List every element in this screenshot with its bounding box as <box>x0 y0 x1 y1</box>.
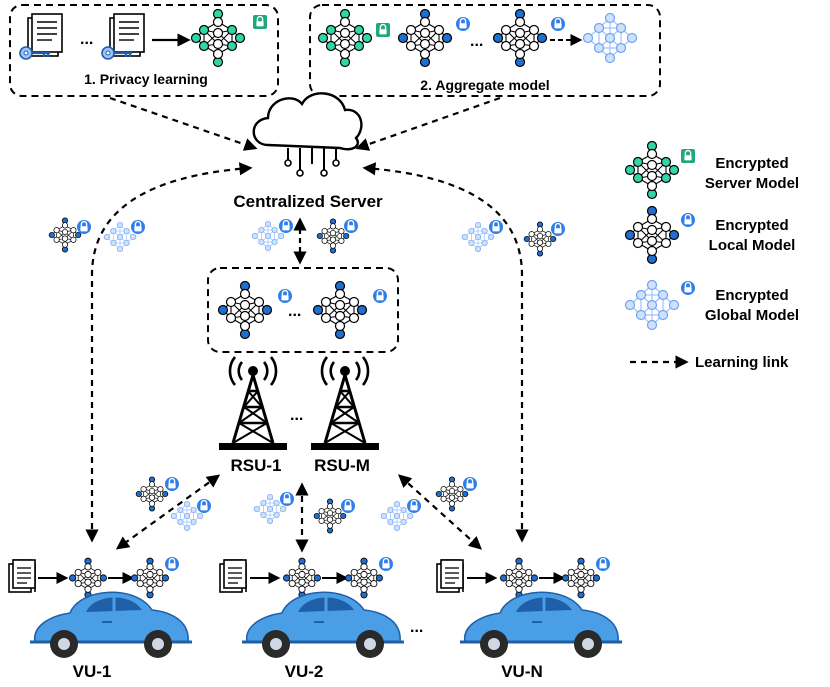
lock-icon <box>455 16 471 32</box>
privacy-learning-box: ... 1. Privacy learning <box>9 4 279 97</box>
lock-icon <box>164 476 180 492</box>
legend-global-model: Encrypted Global Model <box>624 279 799 331</box>
lock-icon <box>378 556 394 572</box>
local-model-icon <box>316 218 350 254</box>
local-model-icon <box>313 498 347 534</box>
local-model-icon <box>562 557 600 599</box>
vehicle-ellipsis: ... <box>410 619 423 636</box>
lock-icon <box>595 556 611 572</box>
server-model-icon <box>190 8 246 68</box>
learning-link <box>355 96 501 151</box>
global-model-icon <box>624 279 680 331</box>
document-icon <box>8 559 36 593</box>
legend-label-line2: Local Model <box>709 237 796 254</box>
lock-icon <box>680 212 696 228</box>
learning-link <box>398 474 482 550</box>
vehicle-label: VU-2 <box>285 662 324 681</box>
vehicle-label: VU-1 <box>73 662 112 681</box>
lock-icon <box>488 219 504 235</box>
rsu-m-label: RSU-M <box>314 456 370 475</box>
lock-icon <box>462 476 478 492</box>
document-icon <box>219 559 247 593</box>
lock-icon <box>343 218 359 234</box>
rsu-1-label: RSU-1 <box>230 456 281 475</box>
ellipsis: ... <box>470 33 483 50</box>
local-model-icon <box>397 8 453 68</box>
legend-local-model: Encrypted Local Model <box>624 205 796 265</box>
local-model-icon <box>217 280 273 340</box>
legend-label-line1: Encrypted <box>715 287 788 304</box>
document-icon <box>436 559 464 593</box>
legend-learning-link-label: Learning link <box>695 354 789 371</box>
local-model-icon <box>624 205 680 265</box>
learning-link <box>109 96 258 151</box>
server-model-icon <box>317 8 373 68</box>
legend: Encrypted Server Model Encrypted Local M… <box>624 140 799 371</box>
lock-icon <box>372 288 388 304</box>
learning-link <box>85 162 253 543</box>
aggregate-model-box: ... 2. Aggregate model <box>309 4 661 97</box>
ellipsis: ... <box>80 31 93 48</box>
global-model-icon <box>582 12 638 64</box>
lock-icon <box>680 280 696 296</box>
local-model-icon <box>69 557 107 599</box>
encrypted-document-icon <box>18 12 64 61</box>
lock-icon <box>406 498 422 514</box>
lock-icon <box>375 22 391 38</box>
lock-icon <box>277 288 293 304</box>
local-model-icon <box>135 476 169 512</box>
lock-icon <box>76 219 92 235</box>
server-model-icon <box>624 140 680 200</box>
legend-label-line1: Encrypted <box>715 217 788 234</box>
local-model-icon <box>435 476 469 512</box>
encrypted-document-icon <box>100 12 146 61</box>
local-model-icon <box>312 280 368 340</box>
aggregate-model-label: 2. Aggregate model <box>420 77 549 93</box>
ellipsis: ... <box>288 303 301 320</box>
legend-label-line1: Encrypted <box>715 155 788 172</box>
lock-icon <box>252 14 268 30</box>
car-icon <box>240 590 406 660</box>
learning-link <box>362 162 529 543</box>
local-model-icon <box>492 8 548 68</box>
legend-label-line2: Global Model <box>705 307 799 324</box>
vehicle-label: VU-N <box>501 662 543 681</box>
lock-icon <box>279 491 295 507</box>
lock-icon <box>130 219 146 235</box>
lock-icon <box>340 498 356 514</box>
rsu-model-box: ... <box>207 267 399 353</box>
lock-icon <box>550 16 566 32</box>
local-model-icon <box>283 557 321 599</box>
vehicle-unit-1: VU-1 <box>8 556 194 681</box>
local-model-icon <box>523 221 557 257</box>
rsu-ellipsis: ... <box>290 407 303 424</box>
learning-link <box>115 474 221 550</box>
cloud-server-icon <box>252 92 363 177</box>
centralized-server-label: Centralized Server <box>233 192 383 211</box>
lock-icon <box>278 218 294 234</box>
local-model-icon <box>131 557 169 599</box>
rsu-tower-icon <box>217 355 289 452</box>
local-model-icon <box>345 557 383 599</box>
lock-icon <box>164 556 180 572</box>
privacy-learning-label: 1. Privacy learning <box>84 71 208 87</box>
legend-server-model: Encrypted Server Model <box>624 140 799 200</box>
lock-icon <box>550 221 566 237</box>
local-model-icon <box>48 217 82 253</box>
legend-learning-link: Learning link <box>630 354 789 371</box>
vehicle-unit-n: VU-N <box>436 556 624 681</box>
local-model-icon <box>500 557 538 599</box>
lock-icon <box>196 498 212 514</box>
legend-label-line2: Server Model <box>705 175 799 192</box>
rsu-tower-icon <box>309 355 381 452</box>
car-icon <box>28 590 194 660</box>
vehicle-unit-2: VU-2 <box>219 556 406 681</box>
car-icon <box>458 590 624 660</box>
lock-icon <box>680 148 696 164</box>
